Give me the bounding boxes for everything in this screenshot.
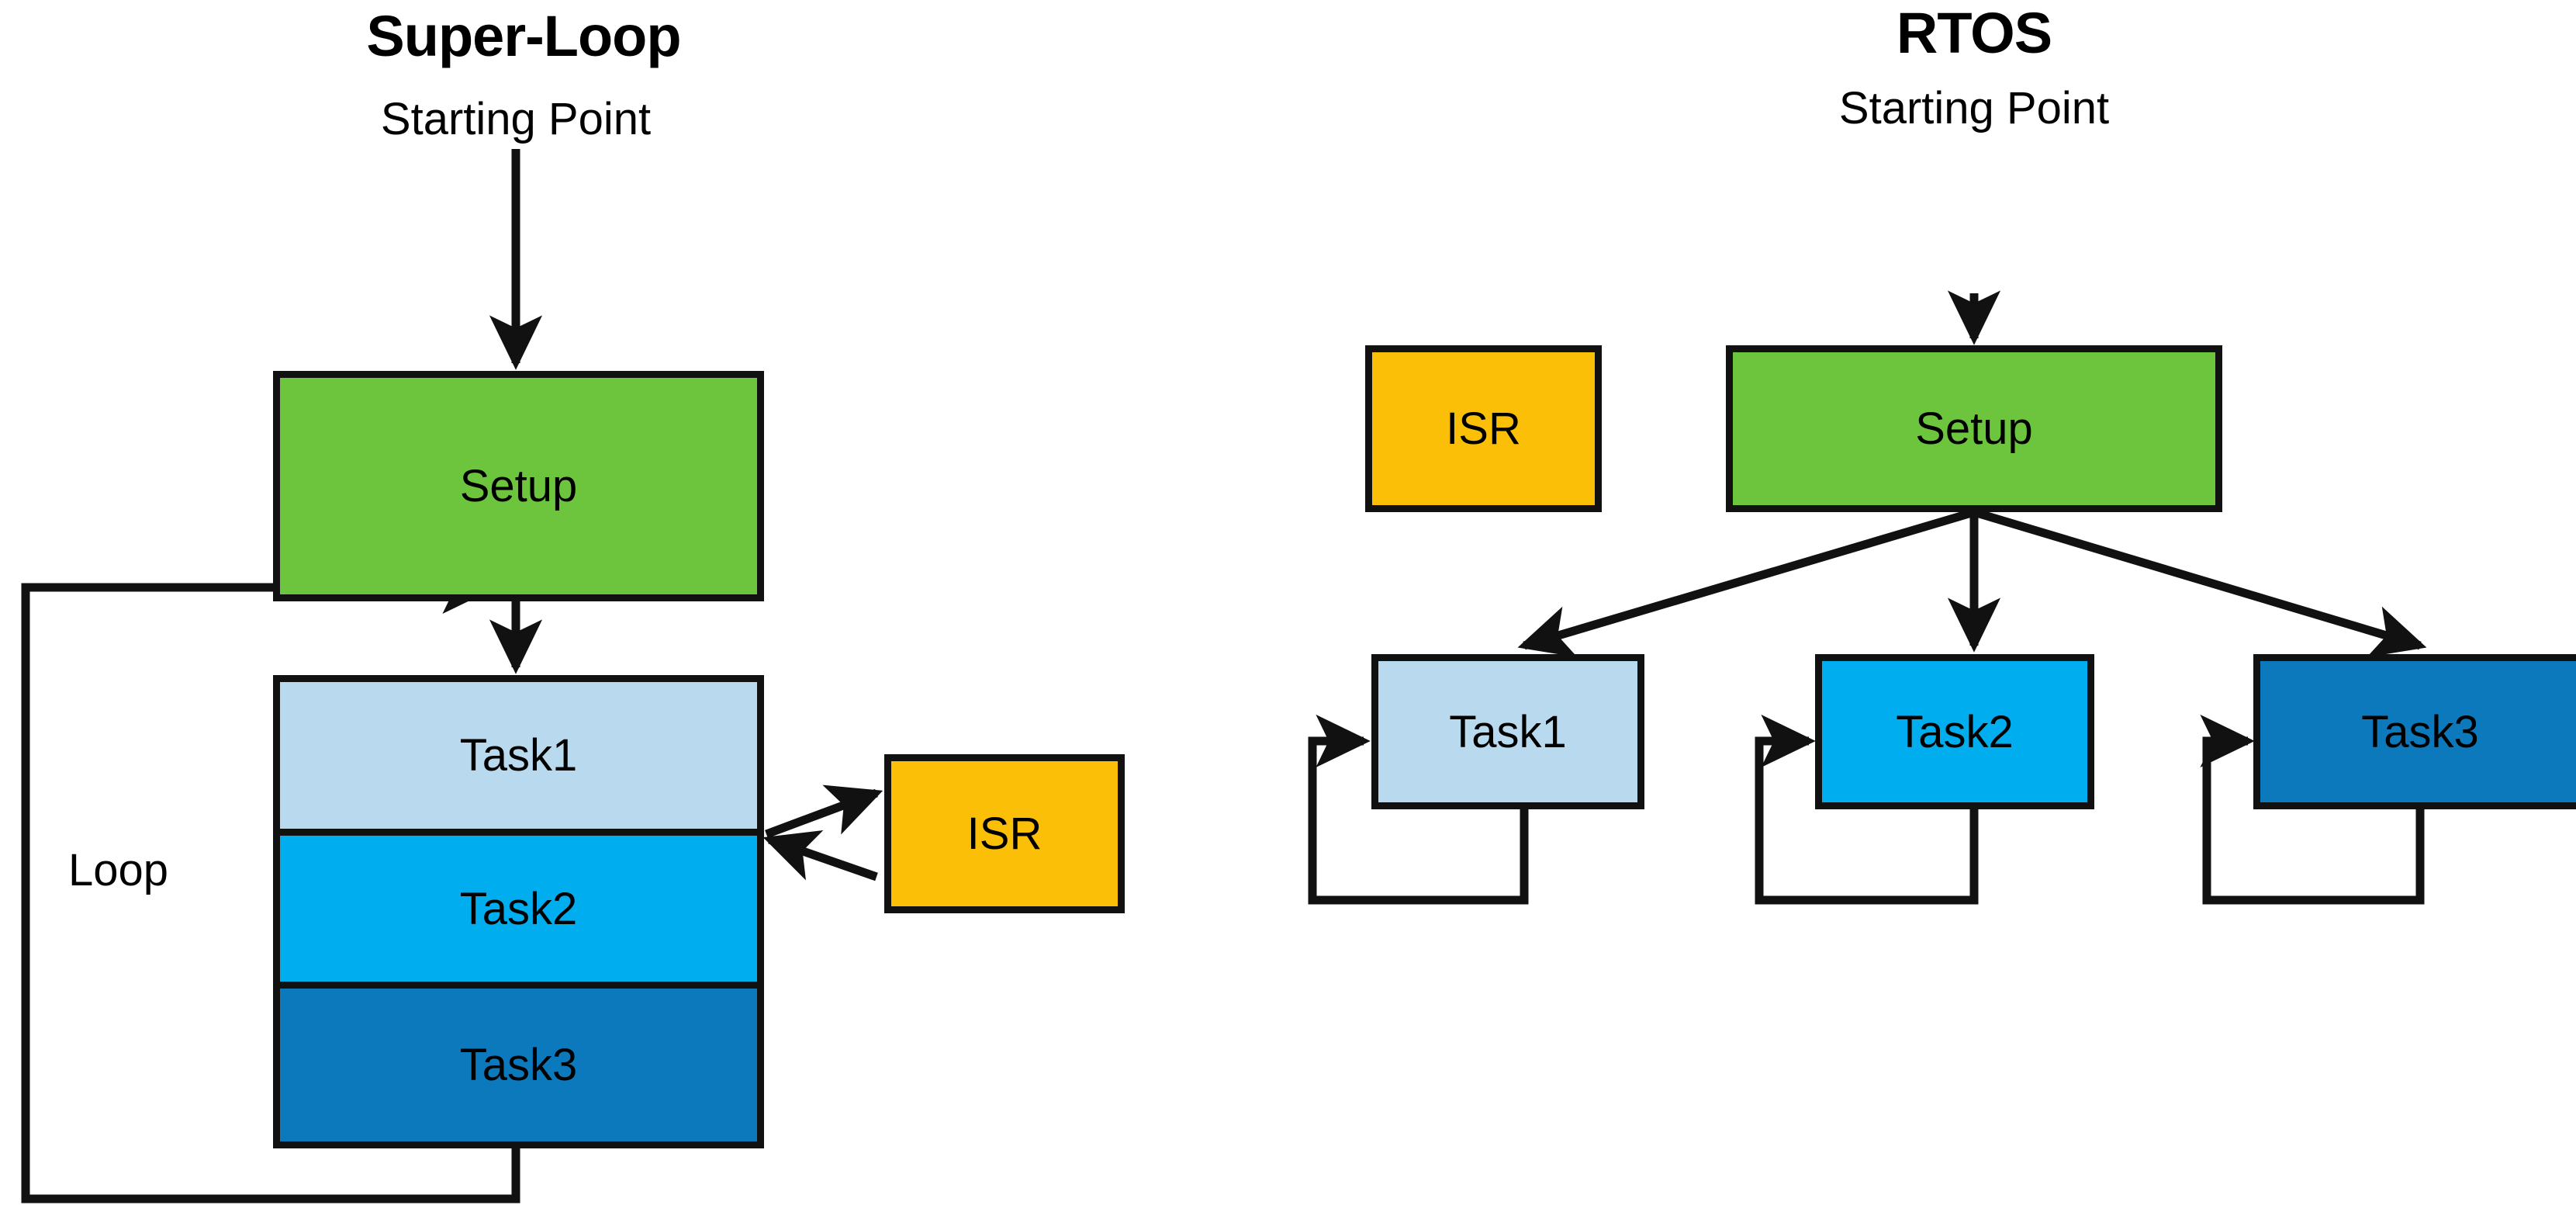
- edge-isr-to-tasks-sl: [762, 830, 878, 881]
- setup-box-rtos[interactable]: Setup: [1726, 345, 2222, 512]
- task-stack-super-loop: Task1 Task2 Task3: [273, 675, 764, 1148]
- starting-point-label-rtos: Starting Point: [1838, 83, 2110, 133]
- panel-title-super-loop: Super-Loop: [366, 4, 681, 68]
- task-box-task1-rtos[interactable]: Task1: [1371, 654, 1644, 809]
- setup-box-super-loop[interactable]: Setup: [273, 371, 764, 601]
- task-box-task2-rtos[interactable]: Task2: [1815, 654, 2094, 809]
- edge-setup-to-task3-rt: [1973, 507, 2427, 658]
- task-row-task1-super-loop[interactable]: Task1: [280, 682, 757, 836]
- isr-box-super-loop[interactable]: ISR: [884, 754, 1125, 913]
- edge-setup-to-task1-rt: [1517, 507, 1976, 658]
- starting-point-label-super-loop: Starting Point: [380, 94, 652, 144]
- task-row-task2-super-loop[interactable]: Task2: [280, 836, 757, 989]
- task-row-task3-super-loop[interactable]: Task3: [280, 989, 757, 1141]
- loop-label-super-loop: Loop: [68, 845, 169, 895]
- edge-tasks-to-isr-sl: [765, 784, 883, 839]
- panel-title-rtos: RTOS: [1896, 1, 2052, 65]
- isr-box-rtos[interactable]: ISR: [1365, 345, 1602, 512]
- task-box-task3-rtos[interactable]: Task3: [2253, 654, 2576, 809]
